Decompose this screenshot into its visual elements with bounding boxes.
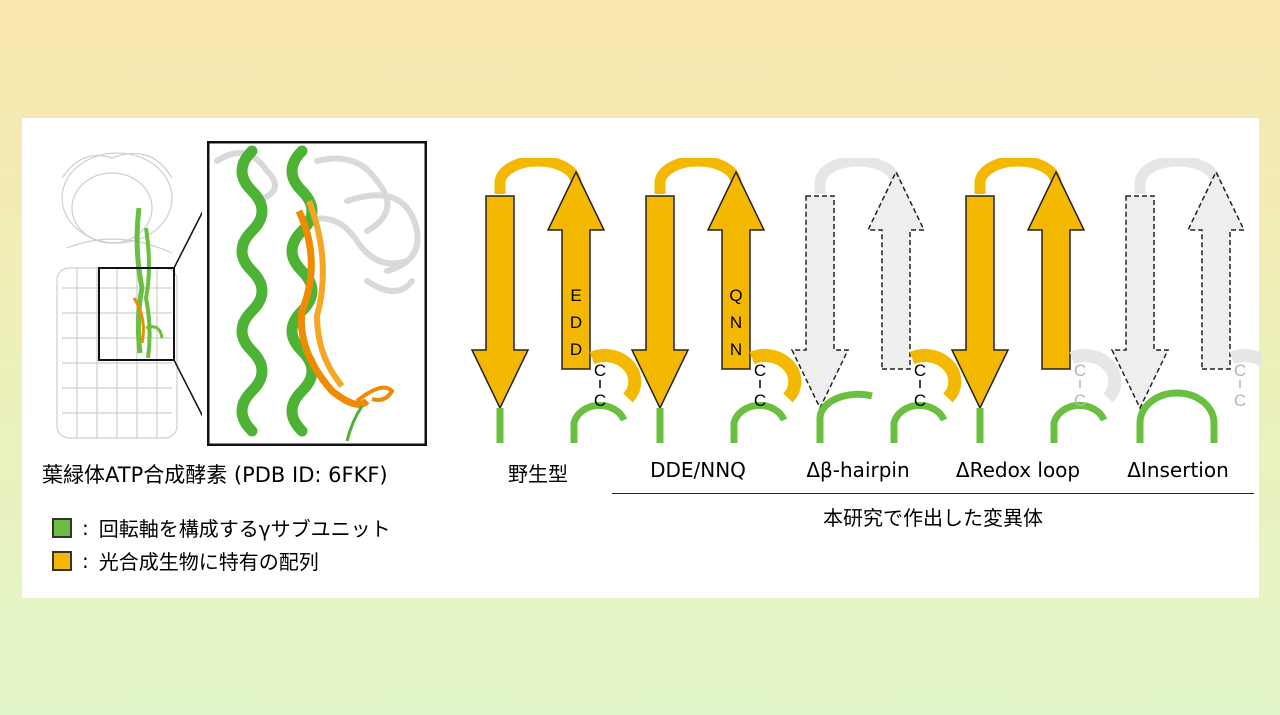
diagram-dde-nnq: Q N N C C	[632, 161, 795, 443]
structure-caption: 葉緑体ATP合成酵素 (PDB ID: 6FKF)	[42, 463, 388, 487]
label-delta-redox-loop: ΔRedox loop	[955, 458, 1081, 482]
label-dde-nnq: DDE/NNQ	[650, 458, 746, 482]
label-delta-hairpin: Δβ-hairpin	[806, 458, 910, 482]
legend-item-specific-sequence: : 光合成生物に特有の配列	[52, 546, 319, 575]
topology-diagrams: E D D C C Q N N C C C C	[462, 158, 1262, 448]
atp-synthase-overview-image	[56, 152, 202, 439]
residue-n2: N	[730, 340, 742, 359]
cys-bottom: C	[1074, 391, 1086, 410]
residue-d1: D	[570, 313, 582, 332]
diagram-delta-redox-loop: C C	[950, 158, 1122, 443]
zoom-inset-image	[207, 141, 427, 446]
residue-n1: N	[730, 313, 742, 332]
residue-d2: D	[570, 340, 582, 359]
legend-label-gamma: 回転軸を構成するγサブユニット	[98, 517, 391, 541]
green-swatch	[52, 517, 72, 538]
group-divider	[612, 493, 1254, 494]
residue-q: Q	[729, 286, 742, 305]
cys-top: C	[594, 361, 606, 380]
orange-swatch	[52, 550, 72, 571]
diagram-delta-insertion: C C	[1110, 158, 1262, 443]
legend-item-gamma: : 回転軸を構成するγサブユニット	[52, 513, 391, 542]
figure-panel: 葉緑体ATP合成酵素 (PDB ID: 6FKF) : 回転軸を構成するγサブユ…	[22, 118, 1262, 598]
diagram-wild-type: E D D C C	[472, 161, 635, 443]
cys-bottom: C	[594, 391, 606, 410]
legend-label-specific-sequence: 光合成生物に特有の配列	[98, 550, 319, 574]
group-label: 本研究で作出した変異体	[823, 506, 1043, 530]
cys-bottom: C	[1234, 391, 1246, 410]
cys-top: C	[754, 361, 766, 380]
residue-e: E	[570, 286, 581, 305]
label-wild-type: 野生型	[508, 462, 568, 486]
label-delta-insertion: ΔInsertion	[1127, 458, 1229, 482]
cys-bottom: C	[914, 391, 926, 410]
cys-bottom: C	[754, 391, 766, 410]
cys-top: C	[1074, 361, 1086, 380]
diagram-delta-hairpin: C C	[790, 158, 962, 443]
cys-top: C	[1234, 361, 1246, 380]
zoom-box	[98, 267, 175, 361]
cys-top: C	[914, 361, 926, 380]
